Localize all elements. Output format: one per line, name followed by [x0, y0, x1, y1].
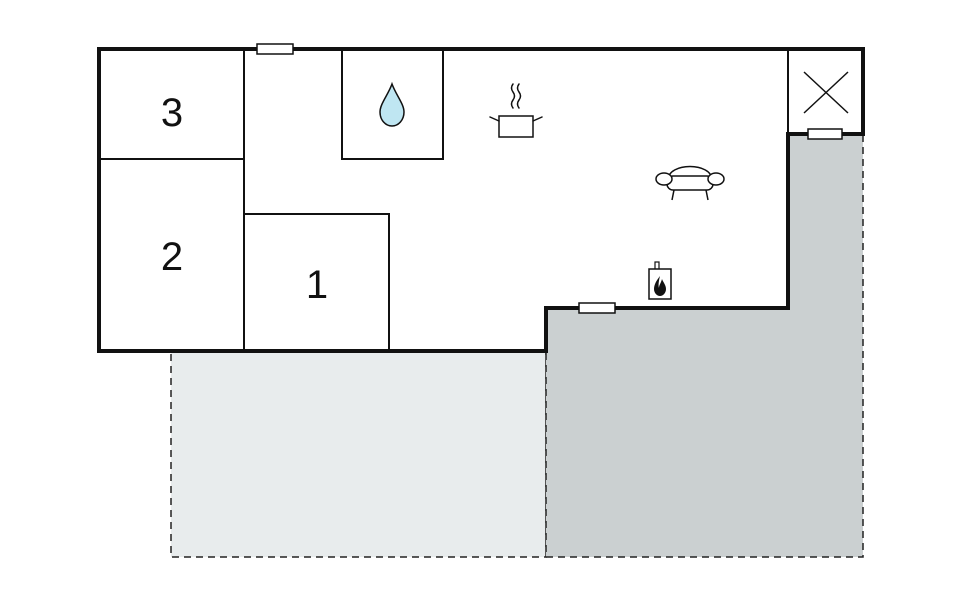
- window-right: [807, 128, 843, 140]
- room-label-1: 1: [306, 263, 328, 307]
- room-label-2: 2: [161, 235, 183, 279]
- windows: [256, 43, 843, 314]
- fireplace-icon: [648, 261, 672, 300]
- sofa-icon: [655, 165, 725, 201]
- interior-walls: [99, 49, 789, 351]
- cross-box-icon: [803, 71, 849, 114]
- window-top: [256, 43, 294, 55]
- window-bottom: [578, 302, 616, 314]
- water-drop-icon: [379, 81, 405, 127]
- terrace-light: [170, 350, 547, 558]
- room-label-3: 3: [161, 91, 183, 135]
- cooking-pot-icon: [489, 83, 543, 138]
- house-outline: [97, 47, 865, 353]
